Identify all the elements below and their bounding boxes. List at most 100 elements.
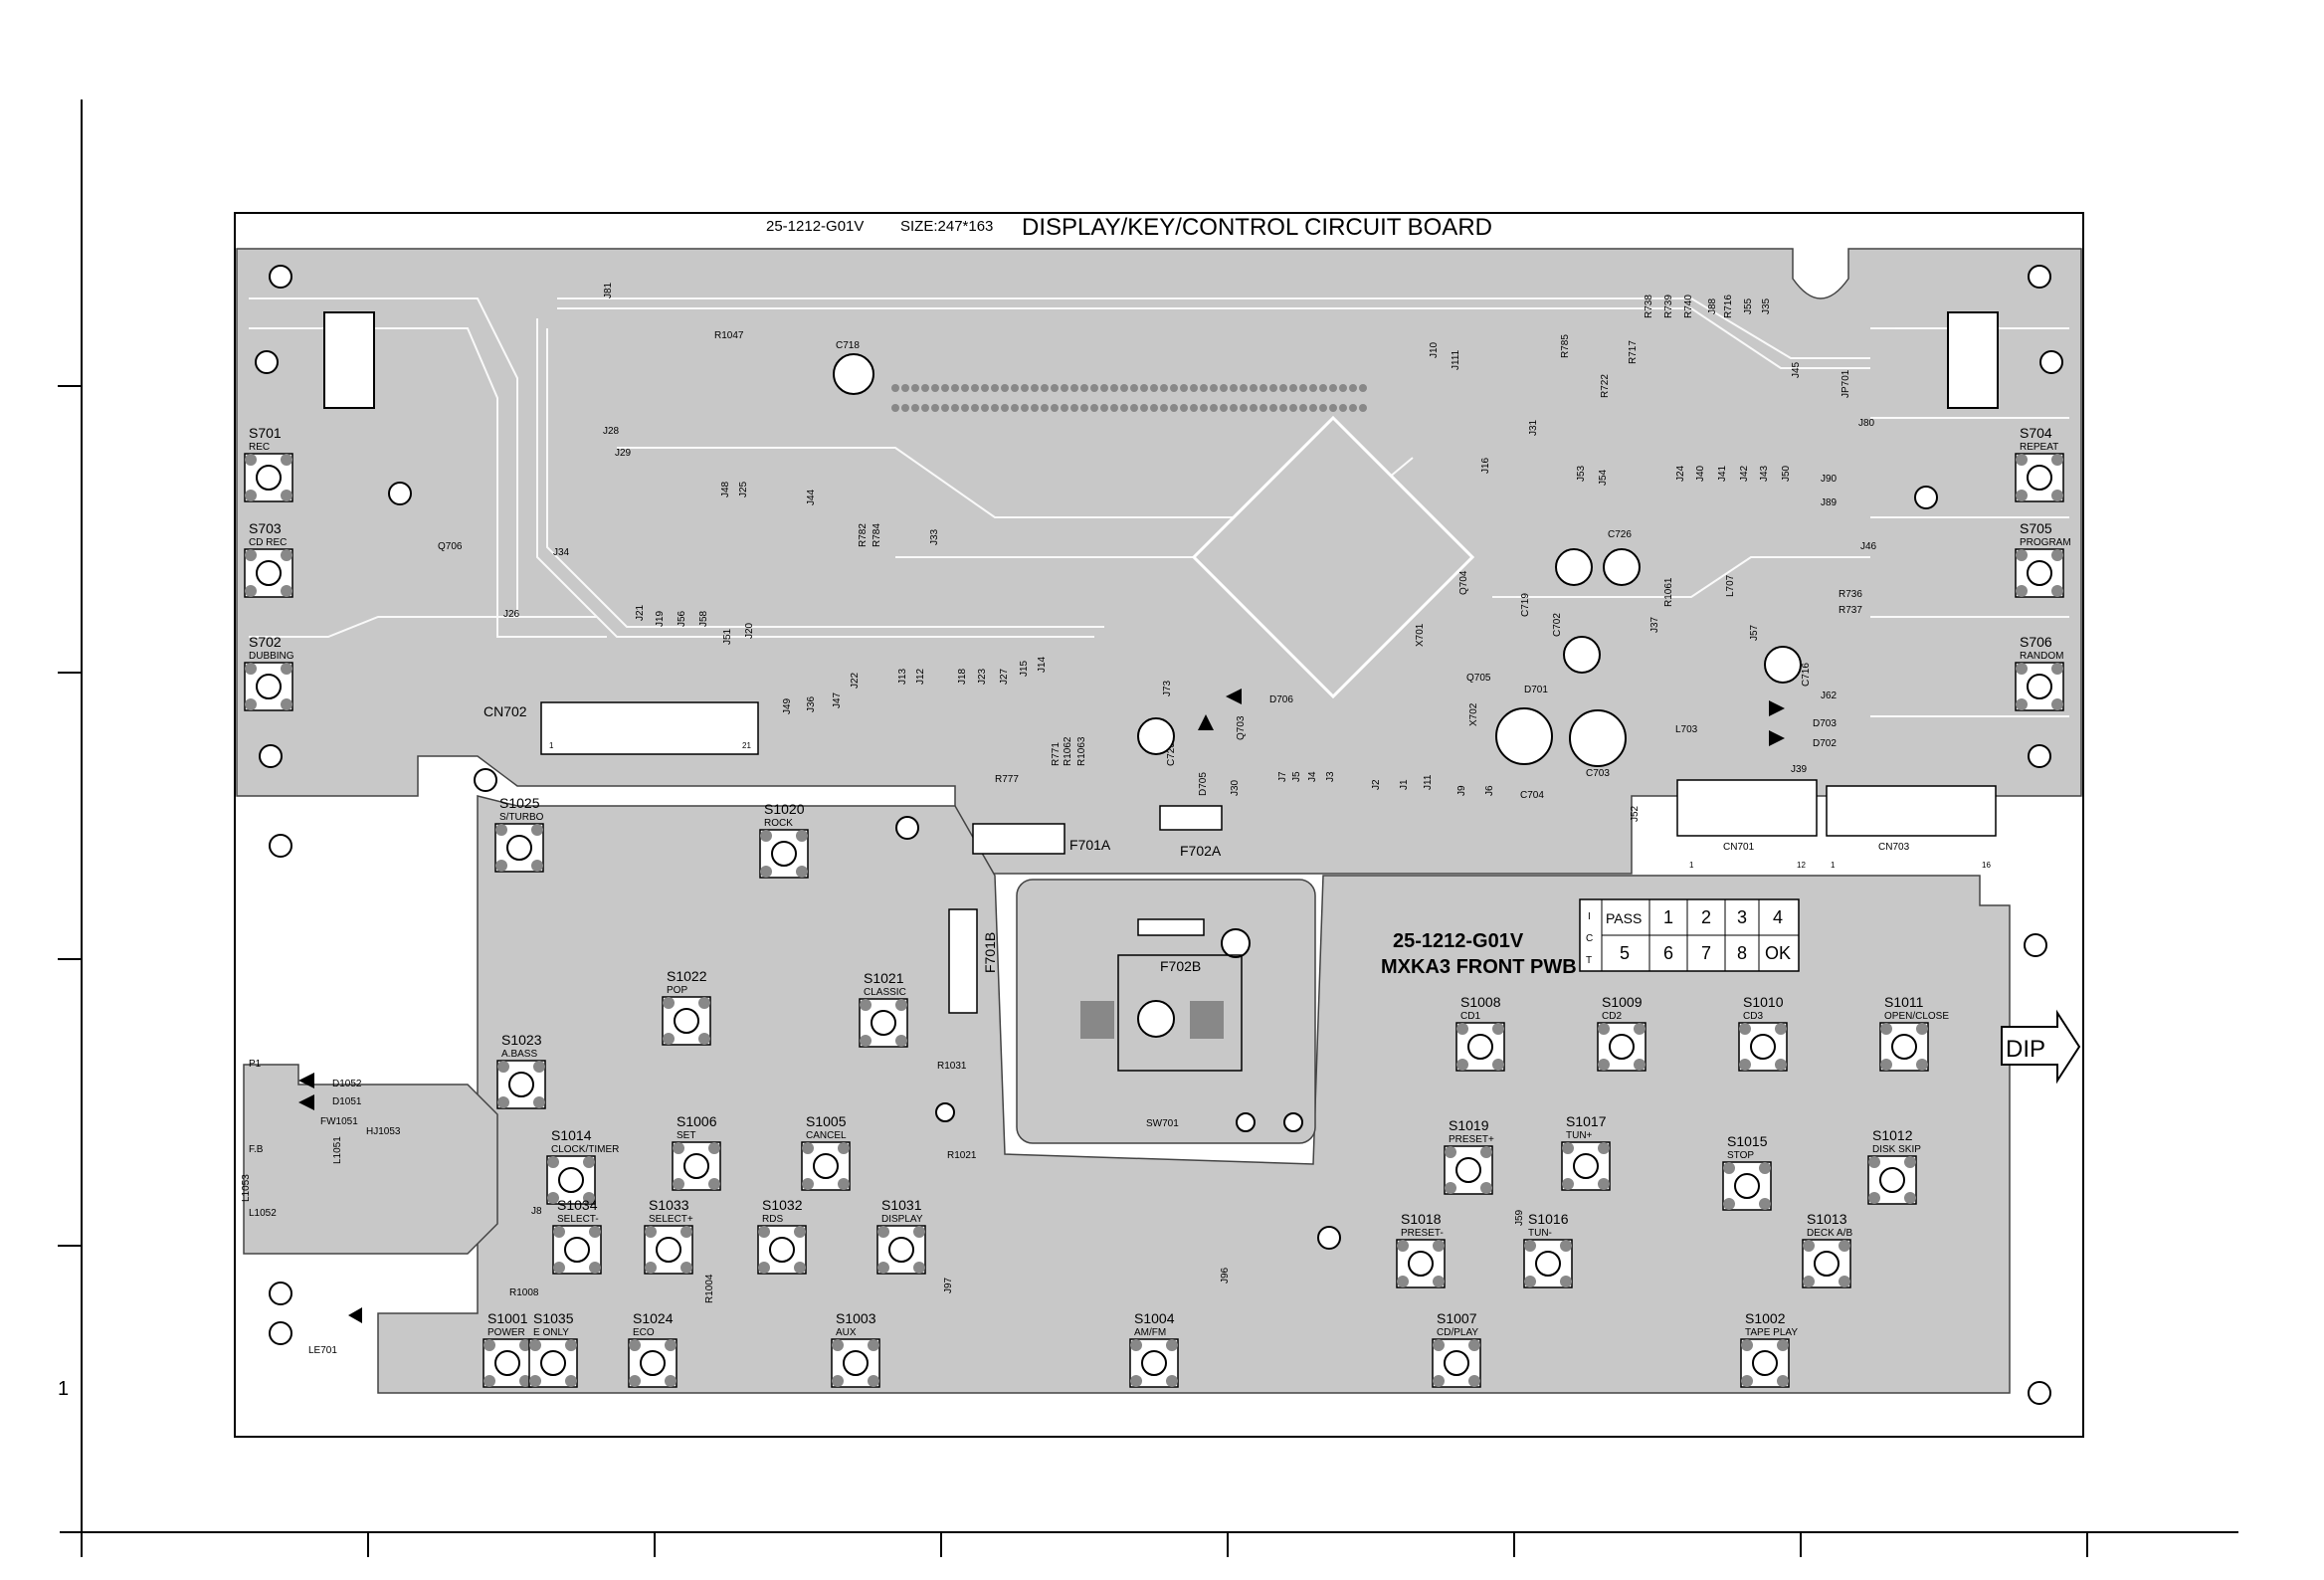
- ref-r1047: R1047: [714, 330, 744, 341]
- switch-function-label: PROGRAM: [2020, 537, 2071, 548]
- header-pin: [961, 404, 969, 412]
- header-pin: [1180, 404, 1188, 412]
- ref-q703: Q703: [1236, 715, 1247, 740]
- header-pin: [1021, 384, 1029, 392]
- header-pin: [1299, 404, 1307, 412]
- switch-pad: [663, 1033, 675, 1045]
- switch-pad: [531, 824, 543, 836]
- switch-ref: S1034: [557, 1197, 598, 1213]
- ref-j56: J56: [677, 610, 687, 627]
- switch-pad: [665, 1339, 677, 1351]
- switch-pad: [245, 698, 257, 710]
- header-pin: [941, 404, 949, 412]
- switch-pad: [547, 1156, 559, 1168]
- header-pin: [1240, 404, 1248, 412]
- header-pin: [1349, 404, 1357, 412]
- switch-ref: S1024: [633, 1310, 674, 1326]
- ref-l703: L703: [1675, 724, 1698, 735]
- f701a-label: F701A: [1069, 837, 1111, 853]
- switch-pad: [495, 824, 507, 836]
- ict-r1-c3: 2: [1701, 907, 1711, 927]
- dip-arrow: DIP: [2001, 1009, 2081, 1085]
- front-board-name: MXKA3 FRONT PWB: [1381, 956, 1577, 978]
- ict-side-2: C: [1586, 933, 1593, 944]
- header-pin: [1289, 404, 1297, 412]
- switch-pad: [519, 1375, 531, 1387]
- header-pin: [981, 384, 989, 392]
- switch-pad: [583, 1192, 595, 1204]
- ref-j8: J8: [531, 1206, 542, 1217]
- header-pin: [1250, 384, 1258, 392]
- header-pin: [1279, 384, 1287, 392]
- switch-pad: [1560, 1276, 1572, 1287]
- ref-j52: J52: [1630, 805, 1641, 822]
- io-region: [243, 1064, 498, 1255]
- switch-pad: [519, 1339, 531, 1351]
- header-pin: [1051, 384, 1059, 392]
- switch-function-label: AM/FM: [1134, 1327, 1166, 1338]
- switch-ref: S1033: [649, 1197, 689, 1213]
- cn703-label: CN703: [1878, 842, 1910, 853]
- header-pin: [1339, 404, 1347, 412]
- capacitors: [833, 353, 1802, 767]
- board-size: SIZE:247*163: [900, 218, 993, 235]
- ref-d705: D705: [1198, 772, 1209, 796]
- switch-pad: [1880, 1059, 1892, 1071]
- switch-pad: [245, 663, 257, 675]
- switch-pad: [281, 698, 292, 710]
- switch-actuator: [256, 560, 282, 586]
- header-pin: [891, 384, 899, 392]
- switch-pad: [533, 1061, 545, 1073]
- cn702-pin21: 21: [742, 741, 751, 750]
- switch-pad: [1562, 1142, 1574, 1154]
- switch-function-label: REC: [249, 442, 270, 453]
- switch-actuator: [1609, 1034, 1635, 1060]
- ref-j43: J43: [1759, 465, 1770, 482]
- sheet-ruler: [58, 99, 2238, 1557]
- ref-j5: J5: [1291, 771, 1302, 782]
- ref-j1: J1: [1399, 779, 1410, 790]
- switch-ref: S702: [249, 634, 282, 650]
- switch-ref: S701: [249, 425, 282, 441]
- switch-pad: [868, 1339, 879, 1351]
- ref-j49: J49: [782, 697, 793, 714]
- header-pin: [1041, 384, 1049, 392]
- switch-pad: [673, 1178, 684, 1190]
- switch-ref: S1014: [551, 1127, 592, 1143]
- switch-pad: [1433, 1240, 1445, 1252]
- switch-actuator: [640, 1350, 666, 1376]
- switch-pad: [838, 1178, 850, 1190]
- ref-d703: D703: [1813, 718, 1837, 729]
- switch-ref: S706: [2020, 634, 2052, 650]
- header-pin: [1289, 384, 1297, 392]
- ref-j19: J19: [655, 610, 666, 627]
- header-pin: [1011, 404, 1019, 412]
- switch-function-label: TAPE PLAY: [1745, 1327, 1798, 1338]
- switch-function-label: SELECT+: [649, 1214, 693, 1225]
- switch-function-label: SET: [677, 1130, 695, 1141]
- ref-fw1051: FW1051: [320, 1116, 358, 1127]
- switch-pad: [553, 1226, 565, 1238]
- switch-pad: [281, 549, 292, 561]
- switch-pad: [708, 1142, 720, 1154]
- ref-j2: J2: [1371, 779, 1382, 790]
- header-pin: [1210, 384, 1218, 392]
- ict-side-1: I: [1588, 911, 1591, 922]
- switch-actuator: [1141, 1350, 1167, 1376]
- ref-j62: J62: [1821, 691, 1838, 701]
- switch-actuator: [494, 1350, 520, 1376]
- switch-ref: S1035: [533, 1310, 574, 1326]
- cn702-pin1: 1: [549, 741, 554, 750]
- ref-j42: J42: [1739, 465, 1750, 482]
- switch-pad: [1777, 1339, 1789, 1351]
- header-pin: [1200, 404, 1208, 412]
- header-pin: [1140, 384, 1148, 392]
- switch-pad: [281, 663, 292, 675]
- ict-r2-c3: 7: [1701, 943, 1711, 963]
- main-ic: [1191, 415, 1475, 699]
- switch-actuator: [564, 1237, 590, 1263]
- header-pin: [901, 404, 909, 412]
